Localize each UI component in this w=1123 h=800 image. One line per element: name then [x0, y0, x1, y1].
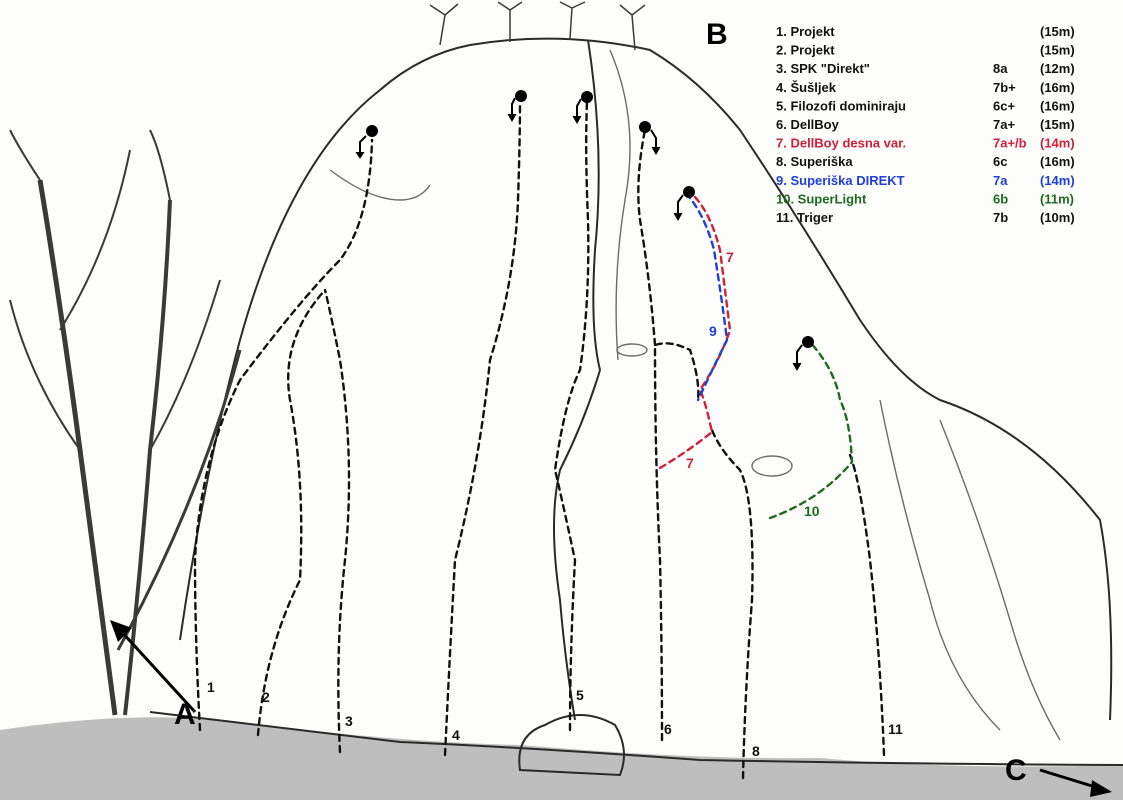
arrow-head-10: [792, 362, 802, 372]
legend-route-length: (10m): [1040, 210, 1075, 225]
route-line-7-var: [658, 190, 732, 470]
route-number-label: 4: [452, 727, 460, 743]
arrow-head-7-9: [673, 212, 683, 222]
pocket-feature: [616, 343, 648, 357]
legend-route-length: (12m): [1040, 61, 1075, 76]
route-legend: 1. Projekt (15m) 2. Projekt (15m) 3. SPK "Di…: [776, 24, 1075, 225]
slab-edge-2: [939, 419, 1061, 741]
cave-feature: [751, 455, 793, 477]
lower-off-arrow-6: [650, 129, 657, 150]
legend-route-length: (16m): [1040, 98, 1075, 113]
arrow-c-head: [1090, 780, 1112, 797]
legend-route-length: (14m): [1040, 136, 1075, 151]
route-line-10: [768, 340, 854, 520]
legend-route-grade: 8a: [993, 61, 1008, 76]
legend-route-length: (16m): [1040, 154, 1075, 169]
legend-route-grade: 7a: [993, 173, 1008, 188]
legend-route-name: 11. Triger: [776, 210, 833, 225]
legend-route-grade: 7a+/b: [993, 136, 1027, 151]
route-number-label: 2: [262, 689, 270, 705]
route-line-5: [553, 100, 590, 732]
anchor-10: [802, 336, 814, 348]
slab-edge: [879, 399, 1001, 731]
lower-off-arrow-5: [576, 98, 582, 120]
anchor-7-9: [683, 186, 695, 198]
route-number-labels: 1 2 3 4 5 6 7 7 8 9 10 11: [207, 249, 903, 759]
rock-outline: [179, 37, 1113, 721]
route-number-label: 6: [664, 721, 672, 737]
legend-route-name: 4. Šušljek: [776, 80, 837, 95]
arrow-head-5: [572, 115, 582, 125]
legend-route-length: (14m): [1040, 173, 1075, 188]
route-line-3: [323, 288, 351, 754]
legend-route-name: 5. Filozofi dominiraju: [776, 98, 906, 113]
legend-route-grade: 6c+: [993, 98, 1015, 113]
anchor-6: [639, 121, 651, 133]
lower-off-arrow-4: [511, 97, 516, 118]
route-line-1: [193, 138, 374, 732]
arrow-head-6: [651, 146, 661, 156]
legend-route-grade: 7b: [993, 210, 1008, 225]
anchor-1: [366, 125, 378, 137]
main-crack: [553, 39, 602, 721]
route-line-11: [848, 453, 886, 757]
route-number-label: 9: [709, 323, 717, 339]
arrow-a-shaft: [118, 628, 197, 714]
legend-route-name: 7. DellBoy desna var.: [776, 136, 906, 151]
route-number-label: 7: [726, 249, 734, 265]
arrow-c-label: C: [1005, 754, 1027, 787]
legend-route-name: 6. DellBoy: [776, 117, 840, 132]
legend-route-length: (15m): [1040, 43, 1075, 58]
arrow-head-4: [507, 113, 517, 123]
route-lines: [193, 100, 886, 780]
route-line-2: [256, 288, 327, 737]
rock-overhang: [329, 169, 431, 201]
anchor-5: [581, 91, 593, 103]
route-number-label: 10: [804, 503, 820, 519]
route-line-8: [710, 428, 754, 780]
route-number-label: 1: [207, 679, 215, 695]
arrow-a-head: [110, 620, 132, 642]
ground: [0, 717, 1123, 800]
anchor-4: [515, 90, 527, 102]
sector-label: B: [706, 18, 728, 51]
legend-route-grade: 6c: [993, 154, 1007, 169]
legend-route-name: 2. Projekt: [776, 43, 835, 58]
route-number-label: 5: [576, 687, 584, 703]
legend-route-grade: 6b: [993, 191, 1008, 206]
anchors: [355, 90, 814, 372]
route-number-label: 8: [752, 743, 760, 759]
route-line-4: [443, 100, 522, 757]
legend-route-name: 1. Projekt: [776, 24, 835, 39]
legend-route-name: 10. SuperLight: [776, 191, 867, 206]
route-line-6: [653, 342, 700, 742]
lower-off-arrow-7-9: [677, 194, 684, 216]
route-number-label: 3: [345, 713, 353, 729]
ground-edge: [149, 711, 1123, 766]
route-number-label: 11: [888, 721, 903, 737]
legend-route-length: (15m): [1040, 117, 1075, 132]
route-line-9: [684, 191, 729, 402]
boulder: [518, 714, 625, 777]
legend-route-length: (15m): [1040, 24, 1075, 39]
lower-off-arrow-10: [796, 344, 803, 366]
arrow-a-label: A: [174, 698, 196, 731]
lower-off-arrow-1: [359, 135, 367, 155]
route-number-label: 7: [686, 455, 694, 471]
route-line-6-upper: [637, 128, 657, 347]
crack-right-edge: [609, 49, 631, 361]
legend-route-length: (11m): [1040, 191, 1074, 206]
legend-route-grade: 7a+: [993, 117, 1015, 132]
legend-route-length: (16m): [1040, 80, 1075, 95]
arrow-head-1: [355, 151, 365, 159]
legend-route-grade: 7b+: [993, 80, 1016, 95]
legend-route-name: 3. SPK "Direkt": [776, 61, 870, 76]
legend-route-name: 8. Superiška: [776, 154, 853, 169]
legend-route-name: 9. Superiška DIREKT: [776, 173, 905, 188]
summit-trees: [429, 1, 646, 51]
left-tree: [9, 129, 242, 716]
